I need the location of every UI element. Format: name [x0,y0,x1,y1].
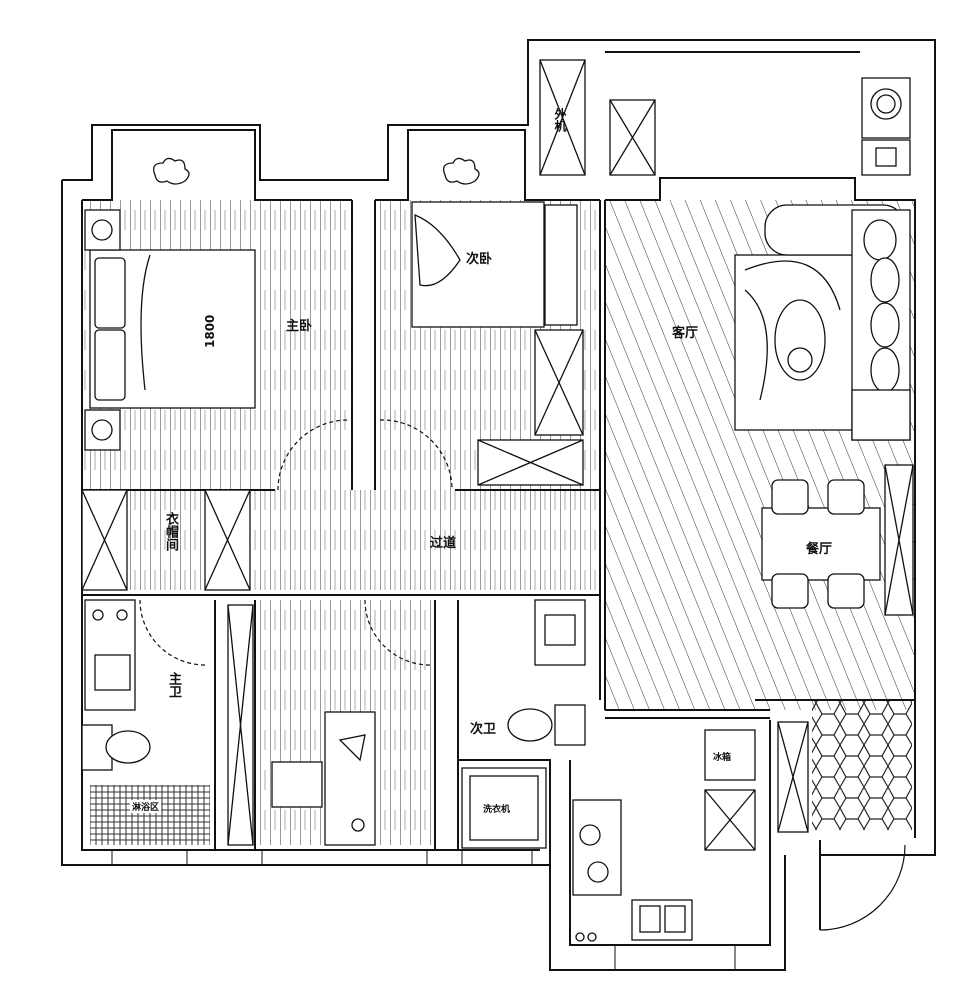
plant-icons [152,157,480,185]
label-walk-in-closet: 衣帽间 [163,512,178,551]
label-shower: 淋浴区 [130,800,162,813]
label-dining-room: 餐厅 [806,542,833,557]
windows [111,849,736,971]
dining-table [761,479,881,609]
washer-unit [861,77,911,176]
label-ac-unit: 外机 [553,108,567,132]
label-washer: 洗衣机 [483,805,511,815]
label-master-bath: 主卫 [166,672,181,698]
desk [271,711,376,846]
sofa-area [734,204,911,441]
label-living-room: 客厅 [672,326,699,341]
doors [139,419,906,931]
cabinets [81,59,914,851]
bed-dimension: 1800 [203,314,217,348]
label-second-bedroom: 次卧 [466,252,493,267]
kitchen-fixtures [572,799,693,942]
walls [61,39,936,971]
label-second-bath: 次卫 [470,722,497,737]
label-master-bedroom: 主卧 [286,319,313,334]
second-bed [411,201,584,486]
label-fridge: 冰箱 [713,753,732,763]
label-corridor: 过道 [430,536,457,551]
master-bath-fixtures [81,599,151,771]
second-bath-fixtures [461,599,586,849]
master-bed [84,209,256,451]
